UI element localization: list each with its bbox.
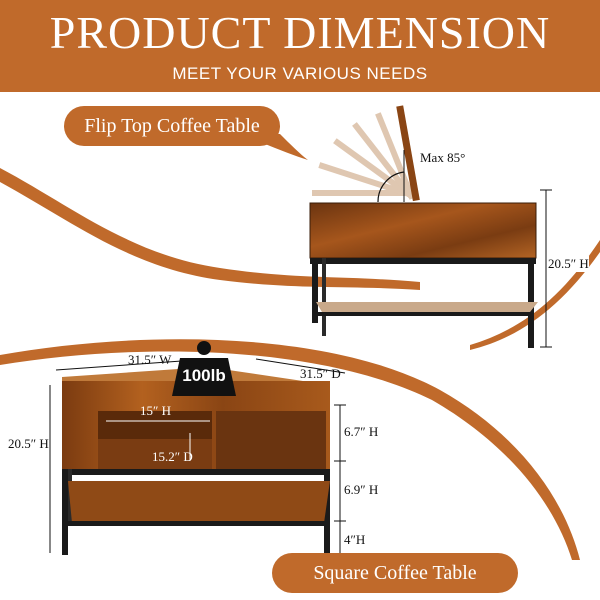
inner-width-label: 15″ H (140, 403, 172, 418)
square-depth-label: 31.5″ D (300, 366, 341, 381)
square-width-label: 31.5″ W (128, 352, 172, 367)
square-height-label: 20.5″ H (8, 436, 49, 451)
top-compartment-height-label: 6.7″ H (344, 424, 379, 439)
weight-capacity-label: 100lb (182, 366, 226, 385)
bottom-clearance-label: 4″H (344, 532, 366, 547)
flip-top-label: Flip Top Coffee Table (64, 106, 280, 146)
square-table-label: Square Coffee Table (272, 553, 518, 593)
page-title: PRODUCT DIMENSION (49, 7, 551, 58)
flip-top-height-label: 20.5″ H (548, 256, 589, 272)
page-subtitle: MEET YOUR VARIOUS NEEDS (172, 64, 428, 83)
inner-depth-label: 15.2″ D (152, 449, 193, 464)
weight-icon (172, 341, 236, 396)
flip-top-table-illustration (309, 105, 552, 348)
pill-pointer (250, 134, 308, 160)
header-banner (0, 0, 600, 92)
middle-height-label: 6.9″ H (344, 482, 379, 497)
max-angle-label: Max 85° (420, 150, 466, 165)
